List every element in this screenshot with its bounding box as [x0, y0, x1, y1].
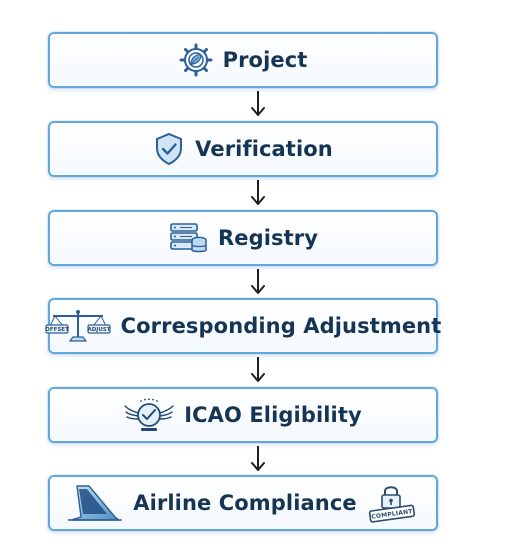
step-icao-eligibility: ICAO Eligibility [48, 387, 438, 443]
step-label: Verification [195, 137, 333, 161]
down-arrow-icon [248, 90, 268, 118]
gear-leaf-icon [179, 43, 213, 77]
step-corresponding-adjustment: OFFSET ADJUST Corresponding Adjustment [45, 298, 441, 354]
balance-scale-icon: OFFSET ADJUST [45, 308, 111, 344]
adjust-label: ADJUST [87, 327, 110, 333]
step-label: Project [222, 48, 308, 72]
shield-check-icon [153, 132, 185, 166]
down-arrow-icon [248, 356, 268, 384]
offset-label: OFFSET [45, 327, 69, 333]
step-label: Airline Compliance [133, 491, 357, 515]
aircraft-tail-icon [67, 484, 123, 522]
step-registry: Registry [48, 210, 438, 266]
down-arrow-icon [248, 268, 268, 296]
step-airline-compliance: Airline Compliance COMPLIANT [48, 475, 438, 531]
step-label: Registry [217, 226, 319, 250]
database-server-icon [168, 221, 208, 255]
lock-compliant-stamp-icon: COMPLIANT [367, 482, 419, 524]
down-arrow-icon [248, 179, 268, 207]
step-project: Project [48, 32, 438, 88]
step-label: Corresponding Adjustment [120, 314, 442, 338]
step-verification: Verification [48, 121, 438, 177]
icao-emblem-icon [124, 397, 174, 433]
step-label: ICAO Eligibility [184, 403, 362, 427]
down-arrow-icon [248, 445, 268, 473]
